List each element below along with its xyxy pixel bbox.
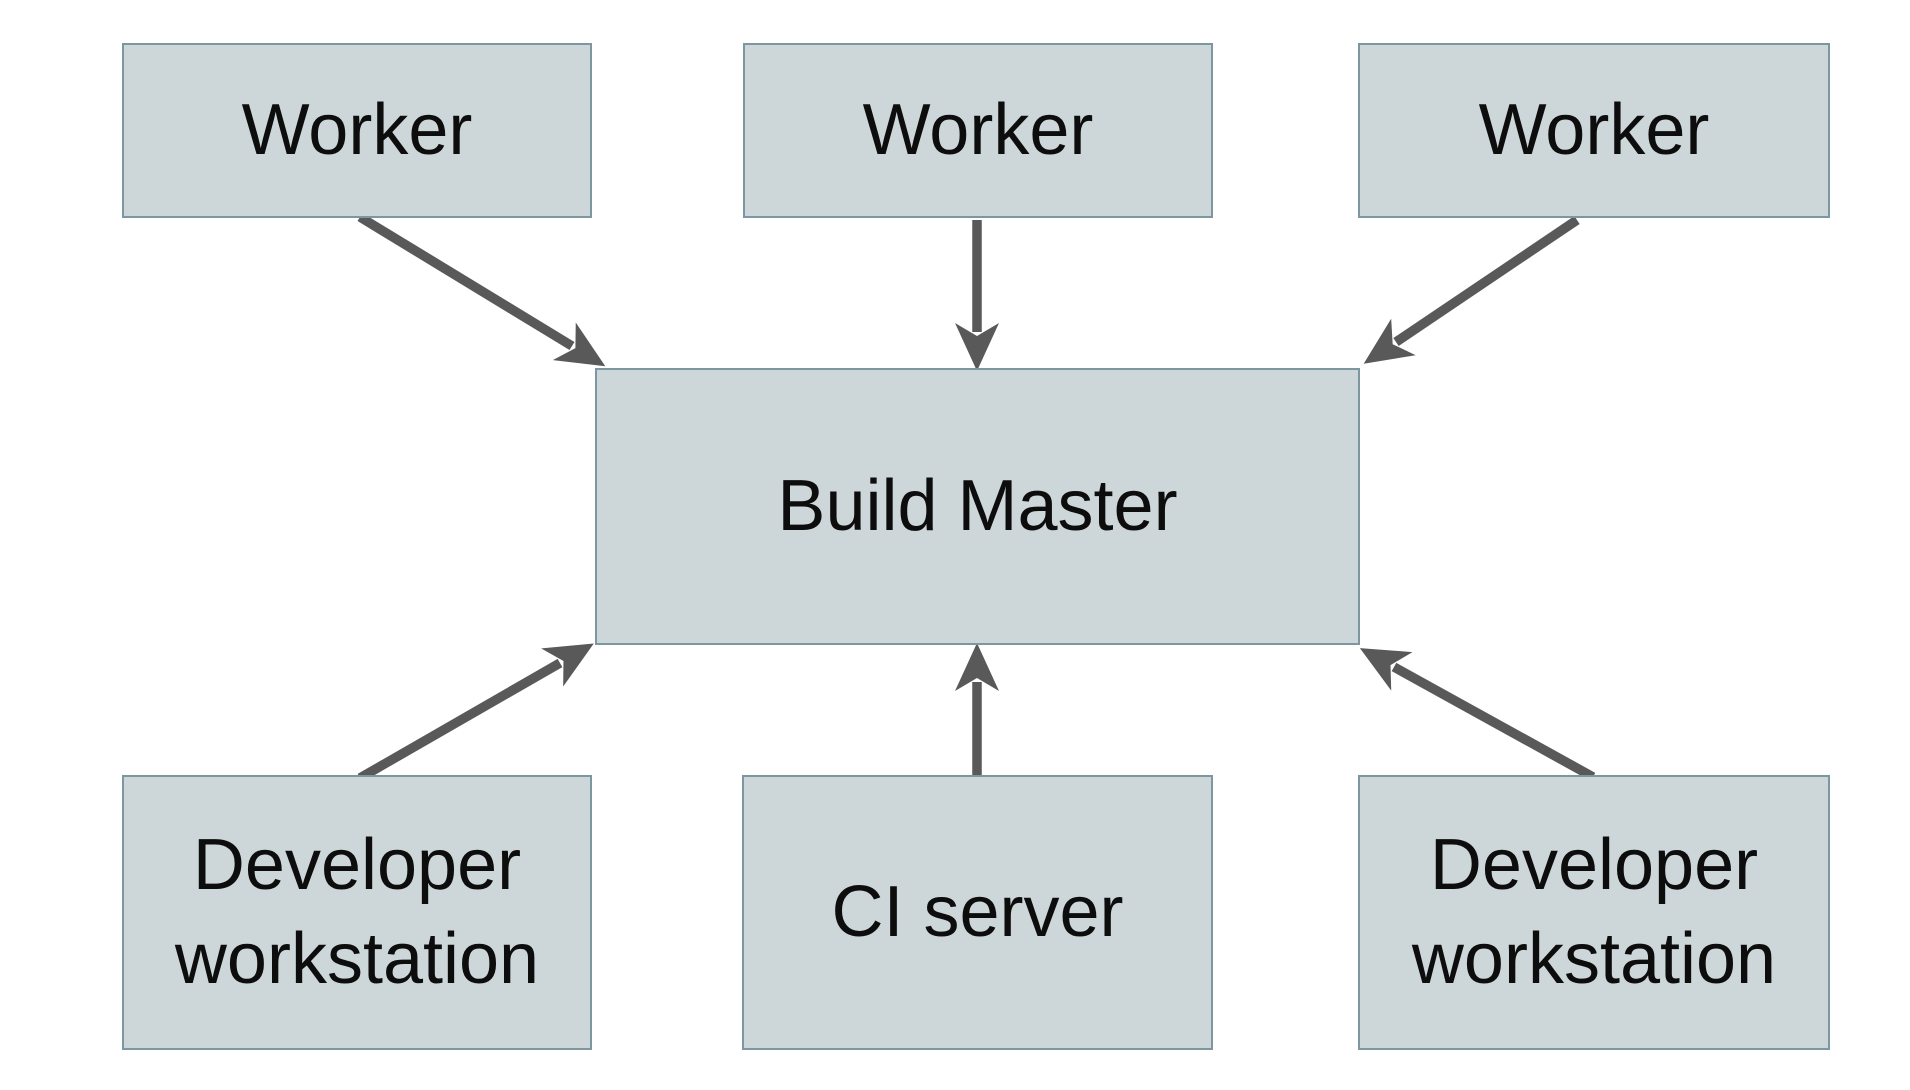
node-ci-server-label: CI server xyxy=(831,871,1124,952)
node-worker-3-label: Worker xyxy=(1478,89,1710,170)
node-worker-2: Worker xyxy=(743,43,1213,218)
node-worker-2-label: Worker xyxy=(862,89,1094,170)
node-ci-server: CI server xyxy=(742,775,1213,1050)
node-worker-3: Worker xyxy=(1358,43,1830,218)
arrow-worker3-to-build-master xyxy=(1363,216,1580,364)
node-developer-workstation-1-label: Developer workstation xyxy=(174,824,540,999)
arrow-developer-workstation2-to-build-master xyxy=(1359,648,1596,782)
node-worker-1: Worker xyxy=(122,43,592,218)
node-build-master-label: Build Master xyxy=(777,465,1178,546)
node-build-master: Build Master xyxy=(595,368,1360,645)
arrow-worker1-to-build-master xyxy=(357,212,606,367)
node-developer-workstation-1: Developer workstation xyxy=(122,775,592,1050)
node-developer-workstation-2-label: Developer workstation xyxy=(1411,824,1777,999)
node-worker-1-label: Worker xyxy=(241,89,473,170)
arrow-developer-workstation1-to-build-master xyxy=(357,643,594,783)
node-developer-workstation-2: Developer workstation xyxy=(1358,775,1830,1050)
